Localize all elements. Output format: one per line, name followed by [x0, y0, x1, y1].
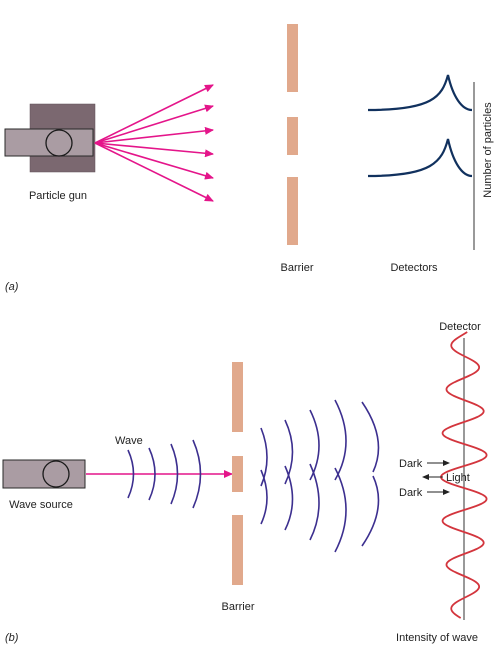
panel-a-label: (a) — [5, 281, 19, 293]
barrier-a-segment-bottom — [287, 177, 298, 245]
diffracted-upper-wavefront-5 — [361, 401, 380, 473]
diffracted-lower-wavefront-1 — [260, 469, 268, 525]
particle-arrow-5 — [94, 142, 214, 180]
particle-arrows — [94, 84, 214, 202]
dark-bottom-label: Dark — [399, 487, 423, 499]
wave-label: Wave — [115, 435, 143, 447]
particle-arrow-4 — [94, 142, 214, 158]
diffracted-upper-wavefront-1 — [260, 427, 268, 487]
particle-arrow-6 — [94, 142, 214, 202]
intensity-of-wave-label: Intensity of wave — [396, 632, 478, 644]
detectors-label: Detectors — [390, 262, 438, 274]
barrier-b — [232, 362, 243, 585]
barrier-b-segment-middle — [232, 456, 243, 492]
barrier-a-segment-top — [287, 24, 298, 92]
panel-a: Number of particles Particle gun Barrier… — [4, 24, 494, 293]
dark-top-label: Dark — [399, 458, 423, 470]
diffracted-wave-fronts — [260, 399, 380, 553]
diffracted-upper-wavefront-4 — [334, 399, 347, 481]
diffracted-upper-wavefront-2 — [284, 419, 294, 485]
wave-source — [2, 459, 86, 489]
light-label: Light — [446, 472, 470, 484]
particle-arrow-1 — [94, 84, 214, 144]
intensity-pattern-curve — [440, 331, 488, 619]
wave-source-body — [2, 459, 86, 489]
diffracted-lower-wavefront-3 — [309, 463, 320, 541]
detector-peak-lower — [367, 138, 473, 178]
wave-source-lens — [42, 460, 70, 488]
detector-peak-upper — [367, 74, 473, 112]
barrier-a — [287, 24, 298, 245]
particle-arrow-2 — [94, 104, 214, 144]
detector-curves — [367, 74, 473, 178]
incident-wavefront-2 — [148, 447, 156, 501]
diffracted-upper-wavefront-3 — [309, 409, 320, 481]
barrier-a-segment-middle — [287, 117, 298, 155]
incident-wavefront-4 — [192, 439, 202, 509]
number-of-particles-label: Number of particles — [482, 102, 494, 198]
incident-wave-fronts — [127, 439, 202, 509]
diffracted-lower-wavefront-5 — [361, 475, 380, 547]
diffracted-lower-wavefront-4 — [334, 467, 347, 553]
incident-wavefront-3 — [170, 443, 179, 505]
barrier-b-segment-bottom — [232, 515, 243, 585]
detector-label: Detector — [439, 321, 481, 333]
particle-gun-lens — [45, 129, 73, 157]
barrier-a-label: Barrier — [280, 262, 313, 274]
incident-wavefront-1 — [127, 449, 135, 499]
diffracted-lower-wavefront-2 — [284, 465, 294, 531]
particle-gun — [4, 103, 96, 173]
particle-arrow-3 — [94, 126, 214, 144]
barrier-b-segment-top — [232, 362, 243, 432]
wave-source-label: Wave source — [9, 499, 73, 511]
particle-gun-label: Particle gun — [29, 190, 87, 202]
panel-b-label: (b) — [5, 632, 19, 644]
barrier-b-label: Barrier — [221, 601, 254, 613]
panel-b: Dark Light Dark Wave Wave source Barrier… — [2, 321, 488, 644]
